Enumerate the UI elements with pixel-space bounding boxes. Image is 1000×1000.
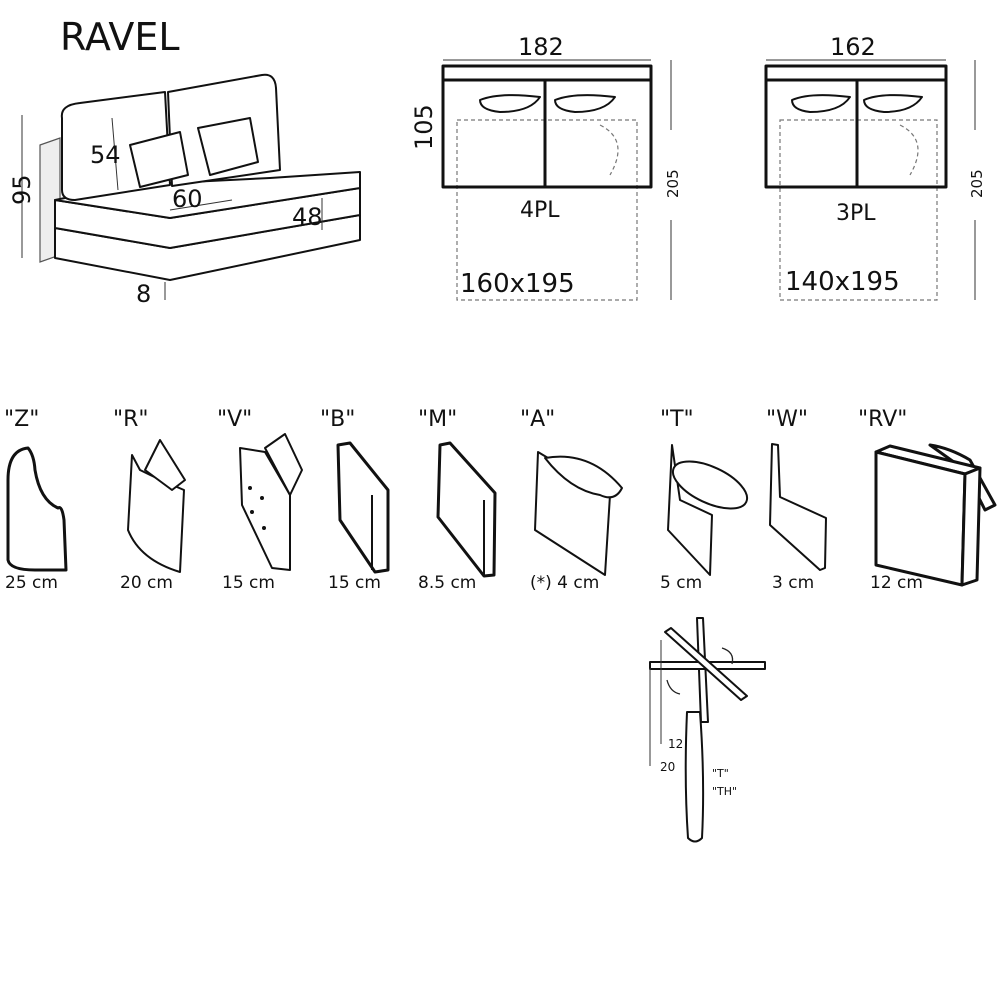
plan-width: 182 — [518, 33, 564, 61]
detail-label-th: "TH" — [712, 785, 737, 798]
armrest-code: "V" — [217, 407, 252, 432]
armrest-rv: "RV" 12 cm — [858, 407, 997, 593]
armrest-width: (*) 4 cm — [530, 573, 599, 593]
plan-open-length: 205 — [664, 169, 682, 198]
armrest-r: "R" 20 cm — [113, 407, 186, 593]
height-dimension: 95 — [8, 174, 36, 205]
armrest-width: 8.5 cm — [418, 573, 476, 593]
plan-width: 162 — [830, 33, 876, 61]
armrest-width: 5 cm — [660, 573, 702, 593]
armrest-width: 15 cm — [328, 573, 381, 593]
detail-label-t: "T" — [712, 767, 729, 780]
seat-depth-dimension: 60 — [172, 185, 203, 213]
armrest-b: "B" 15 cm — [320, 407, 390, 593]
armrest-v: "V" 15 cm — [217, 407, 303, 593]
armrest-code: "RV" — [858, 407, 907, 432]
plan-model: 3PL — [836, 201, 876, 226]
armrest-code: "W" — [766, 407, 808, 432]
bed-size: 160x195 — [460, 269, 575, 299]
armrest-t-detail-drawing: 12 20 "T" "TH" — [649, 617, 766, 843]
seat-height-dimension: 48 — [292, 203, 323, 231]
armrest-code: "B" — [320, 407, 355, 432]
sofa-perspective-drawing: 95 54 60 48 8 — [8, 73, 361, 308]
back-height-dimension: 54 — [90, 141, 121, 169]
plan-open-length: 205 — [968, 169, 986, 198]
plan-4pl: 182 105 205 4PL 160x195 — [410, 33, 682, 301]
armrest-z: "Z" 25 cm — [4, 407, 68, 593]
plan-depth: 105 — [410, 104, 438, 150]
plan-3pl: 162 205 3PL 140x195 — [764, 33, 986, 301]
armrest-width: 25 cm — [5, 573, 58, 593]
plan-model: 4PL — [520, 198, 560, 223]
armrest-width: 3 cm — [772, 573, 814, 593]
detail-dimension-12: 12 — [668, 737, 683, 751]
product-title: RAVEL — [60, 15, 180, 59]
armrest-t: "T" 5 cm — [660, 407, 749, 593]
detail-dimension-20: 20 — [660, 760, 675, 774]
armrest-width: 15 cm — [222, 573, 275, 593]
armrest-a: "A" (*) 4 cm — [520, 407, 623, 593]
armrest-w: "W" 3 cm — [766, 407, 827, 593]
armrest-code: "M" — [418, 407, 457, 432]
armrest-width: 20 cm — [120, 573, 173, 593]
armrest-code: "Z" — [4, 407, 39, 432]
foot-height-dimension: 8 — [136, 280, 151, 308]
armrest-m: "M" 8.5 cm — [418, 407, 497, 593]
armrest-width: 12 cm — [870, 573, 923, 593]
bed-size: 140x195 — [785, 267, 900, 297]
armrest-code: "T" — [660, 407, 694, 432]
armrest-code: "A" — [520, 407, 555, 432]
armrest-code: "R" — [113, 407, 149, 432]
